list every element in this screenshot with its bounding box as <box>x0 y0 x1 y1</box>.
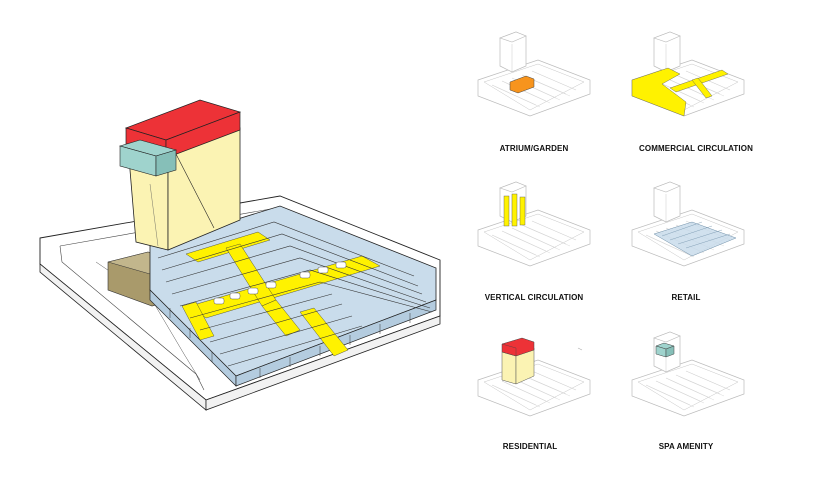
caption-atrium-garden: ATRIUM/GARDEN <box>499 144 569 153</box>
vertical-core-3 <box>519 196 526 226</box>
retail-mass <box>653 221 737 257</box>
thumb-spa-amenity <box>631 331 745 417</box>
retail-rows <box>157 221 433 367</box>
sidewalk-line-2 <box>59 245 205 391</box>
residential-leader <box>577 347 583 351</box>
thumb-commercial-circulation <box>631 31 745 117</box>
spa-block-right <box>155 149 177 177</box>
circulation-cross-3 <box>299 307 349 357</box>
main-axonometric <box>39 99 441 411</box>
circulation-side <box>181 301 215 341</box>
residential-roof-edge <box>501 343 517 349</box>
caption-residential: RESIDENTIAL <box>502 442 558 451</box>
circulation-spine-1 <box>185 231 271 263</box>
commercial-cross <box>691 77 713 99</box>
vertical-core-1 <box>503 195 510 227</box>
thumb-retail <box>631 181 745 267</box>
caption-commercial-circulation: COMMERCIAL CIRCULATION <box>639 144 753 153</box>
atrium-mass <box>509 75 535 94</box>
circulation-cross-2 <box>261 299 301 337</box>
commercial-circulation-mass <box>631 67 687 117</box>
thumb-residential <box>477 337 591 417</box>
thumb-vertical-circulation <box>477 181 591 267</box>
caption-spa-amenity: SPA AMENITY <box>658 442 714 451</box>
tower-diagonal-2 <box>149 183 159 247</box>
caption-vertical-circulation: VERTICAL CIRCULATION <box>484 293 584 302</box>
skylight-openings <box>213 261 347 305</box>
thumb-atrium-garden <box>477 31 591 117</box>
site-plate-front-edge <box>205 315 441 411</box>
residential-mass-body <box>501 351 517 385</box>
tower-diagonal <box>175 153 215 229</box>
caption-retail: RETAIL <box>671 293 701 302</box>
podium-facade-lines <box>169 308 411 378</box>
residential-mass-roof <box>501 337 535 357</box>
vertical-core-2 <box>511 193 518 227</box>
spa-mass-right <box>665 345 675 358</box>
